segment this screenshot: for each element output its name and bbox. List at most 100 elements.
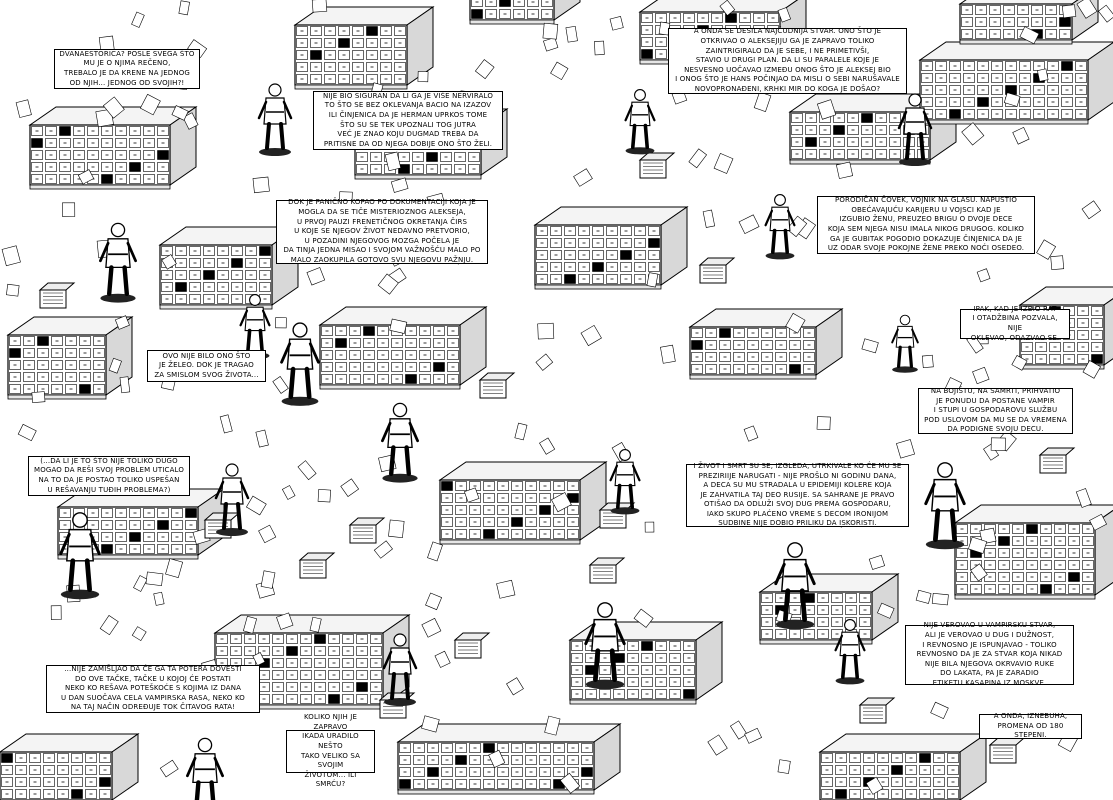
soldier-figure — [382, 633, 418, 706]
paper-sheet — [539, 437, 556, 455]
paper-sheet — [119, 376, 131, 394]
paper-sheet — [260, 570, 276, 589]
soldier-figure — [891, 314, 919, 373]
caption-box: ...nije zamišljao da će ga ta potera dov… — [46, 665, 260, 713]
filing-cabinet — [6, 316, 134, 400]
paper-sheet — [306, 267, 326, 286]
paper-sheet — [258, 524, 277, 544]
paper-sheet — [1082, 360, 1102, 379]
soldier-figure — [214, 463, 250, 536]
paper-sheet — [1089, 513, 1107, 531]
paper-sheet — [309, 616, 322, 633]
cardboard-box — [638, 152, 676, 179]
soldier-figure — [584, 602, 626, 690]
cardboard-box — [298, 552, 336, 579]
paper-sheet — [15, 99, 32, 118]
caption-box: Na bojištu, na samrti, prihvatio je ponu… — [918, 387, 1073, 434]
paper-sheet — [417, 71, 429, 83]
paper-sheet — [31, 391, 46, 404]
caption-box: A onda se desila najčudnija stvar. Ono š… — [668, 27, 907, 94]
paper-sheet — [816, 416, 831, 431]
filing-cabinet — [758, 573, 900, 645]
paper-sheet — [153, 591, 165, 606]
paper-sheet — [340, 478, 360, 498]
paper-sheet — [543, 37, 559, 52]
paper-sheet — [535, 353, 554, 371]
paper-sheet — [275, 317, 287, 329]
paper-sheet — [77, 169, 95, 185]
paper-sheet — [1076, 0, 1098, 19]
paper-sheet — [550, 61, 569, 81]
paper-sheet — [242, 615, 258, 634]
soldier-figure — [764, 194, 796, 260]
paper-sheet — [425, 592, 443, 611]
paper-sheet — [1061, 4, 1077, 19]
paper-sheet — [108, 357, 122, 374]
caption-box: (...da li je to što nije toliko dugo mog… — [28, 456, 190, 496]
filing-cabinet — [318, 306, 488, 390]
filing-cabinet — [533, 206, 689, 290]
paper-sheet — [373, 540, 393, 559]
paper-sheet — [660, 344, 676, 364]
paper-sheet — [931, 592, 949, 606]
paper-sheet — [785, 312, 806, 334]
filing-cabinet — [818, 733, 988, 800]
paper-sheet — [114, 315, 130, 330]
caption-box: Nije verovao u vampirsku stvar, ali je v… — [905, 621, 1074, 687]
filing-cabinet — [0, 733, 140, 800]
paper-sheet — [972, 366, 990, 385]
paper-sheet — [580, 324, 602, 347]
paper-sheet — [990, 437, 1006, 451]
paper-sheet — [688, 148, 708, 169]
paper-sheet — [131, 11, 145, 28]
paper-sheet — [99, 615, 119, 636]
paper-sheet — [161, 254, 177, 270]
filing-cabinet — [958, 0, 1099, 45]
paper-sheet — [384, 151, 402, 172]
paper-sheet — [102, 96, 125, 119]
paper-sheet — [544, 715, 561, 736]
caption-box: Porodičan čovek, vojnik na glasu. Napust… — [817, 196, 1035, 254]
paper-sheet — [245, 495, 267, 516]
paper-sheet — [178, 0, 190, 16]
paper-sheet — [702, 209, 716, 228]
paper-sheet — [836, 161, 854, 179]
paper-sheet — [777, 759, 791, 774]
caption-box: Ovo nije bilo ono što je želeo. Dok je t… — [147, 350, 266, 382]
paper-sheet — [976, 268, 991, 283]
soldier-figure — [624, 89, 656, 155]
filing-cabinet — [396, 723, 622, 795]
caption-box: Ipak, kad je izbio rat i otadžbina pozva… — [960, 305, 1070, 342]
paper-sheet — [1037, 68, 1049, 82]
filing-cabinet — [469, 0, 581, 25]
paper-sheet — [1003, 92, 1021, 107]
paper-sheet — [488, 749, 506, 768]
paper-sheet — [255, 429, 269, 448]
paper-sheet — [979, 527, 997, 545]
paper-sheet — [252, 176, 270, 194]
cardboard-box — [478, 372, 516, 399]
paper-sheet — [868, 554, 886, 570]
soldier-figure — [609, 449, 641, 515]
caption-box: Dvanaestorica? Posle svega što mu je o n… — [54, 49, 200, 89]
paper-sheet — [713, 152, 734, 174]
paper-sheet — [388, 519, 405, 538]
paper-sheet — [961, 122, 985, 146]
paper-sheet — [390, 177, 409, 193]
paper-sheet — [633, 608, 654, 628]
paper-sheet — [777, 7, 792, 23]
cardboard-box — [38, 282, 76, 309]
soldier-figure — [280, 322, 320, 406]
paper-sheet — [719, 0, 736, 16]
caption-box: Dok je panično kopao po dokumentaciji ko… — [276, 198, 488, 264]
soldier-figure — [99, 222, 137, 303]
paper-sheet — [1050, 255, 1065, 271]
paper-sheet — [434, 650, 451, 668]
paper-sheet — [276, 612, 294, 630]
soldier-figures — [59, 83, 966, 800]
paper-sheet — [6, 283, 20, 297]
cardboard-box — [453, 632, 491, 659]
paper-sheet — [139, 93, 161, 116]
soldier-figure — [897, 93, 933, 166]
paper-sheet — [389, 318, 408, 334]
